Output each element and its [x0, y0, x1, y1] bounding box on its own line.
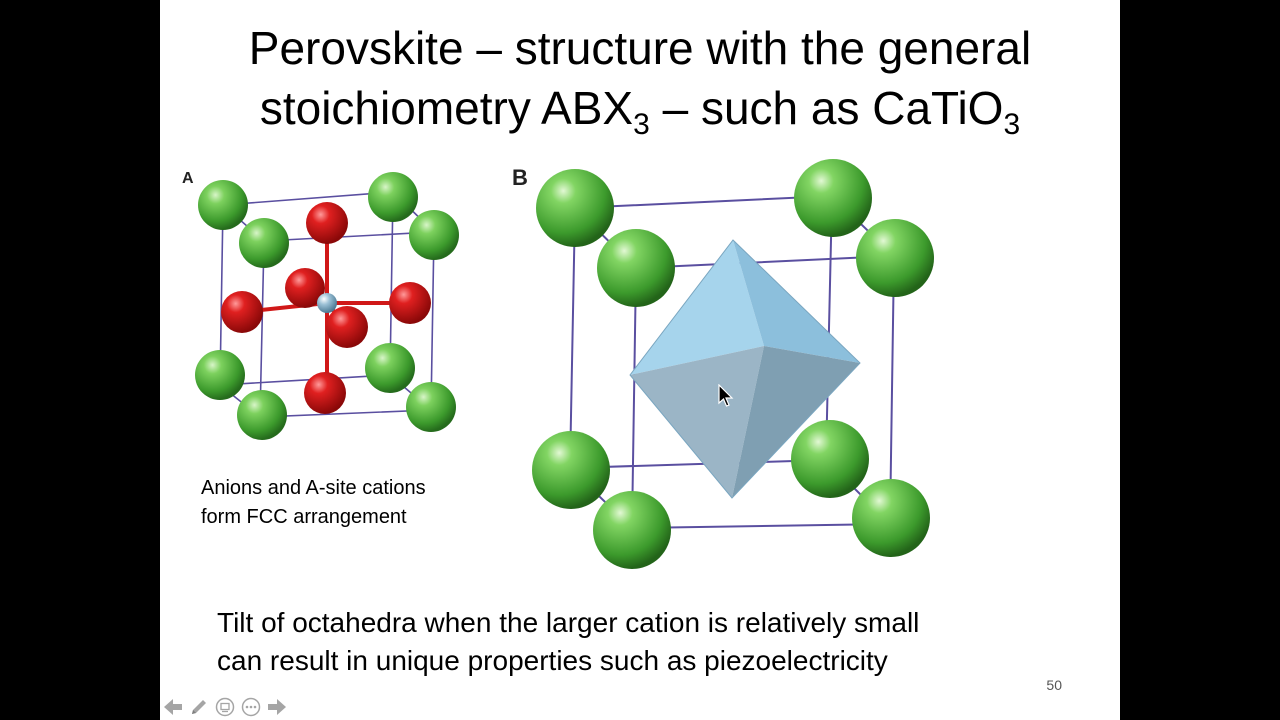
figure-a-unit-cell	[195, 172, 459, 440]
presentation-toolbar	[162, 694, 288, 720]
figure-a-label: A	[182, 170, 194, 187]
body-line-1: Tilt of octahedra when the larger cation…	[217, 607, 920, 638]
figure-a-caption: Anions and A-site cations form FCC arran…	[201, 474, 426, 532]
a-site-spheres	[195, 172, 459, 440]
title-subscript-1: 3	[633, 108, 650, 141]
body-line-2: can result in unique properties such as …	[217, 645, 888, 676]
b-site-sphere	[317, 293, 337, 313]
a-site-spheres-b	[532, 159, 934, 569]
title-line-2: stoichiometry ABX3 – such as CaTiO3	[160, 78, 1120, 141]
pen-icon[interactable]	[188, 696, 210, 718]
caption-line-1: Anions and A-site cations	[201, 477, 426, 499]
title-text-catio: – such as CaTiO	[649, 82, 1004, 134]
arrow-left-icon[interactable]	[162, 696, 184, 718]
title-text-abx: stoichiometry ABX	[259, 82, 634, 134]
more-icon[interactable]	[240, 696, 262, 718]
figure-b-octahedron-cell	[532, 159, 934, 569]
slide: Perovskite – structure with the general …	[160, 0, 1120, 720]
mouse-cursor-icon	[718, 384, 734, 407]
caption-line-2: form FCC arrangement	[201, 506, 407, 528]
title-subscript-2: 3	[1003, 108, 1021, 141]
octahedron	[629, 239, 861, 499]
arrow-right-icon[interactable]	[266, 696, 288, 718]
slide-number: 50	[1046, 677, 1062, 693]
figure-b-label: B	[512, 165, 528, 190]
slide-body-text: Tilt of octahedra when the larger cation…	[217, 604, 919, 680]
title-line-1: Perovskite – structure with the general	[248, 22, 1032, 74]
anion-spheres	[221, 202, 431, 414]
slide-title: Perovskite – structure with the general …	[160, 18, 1120, 141]
slides-icon[interactable]	[214, 696, 236, 718]
